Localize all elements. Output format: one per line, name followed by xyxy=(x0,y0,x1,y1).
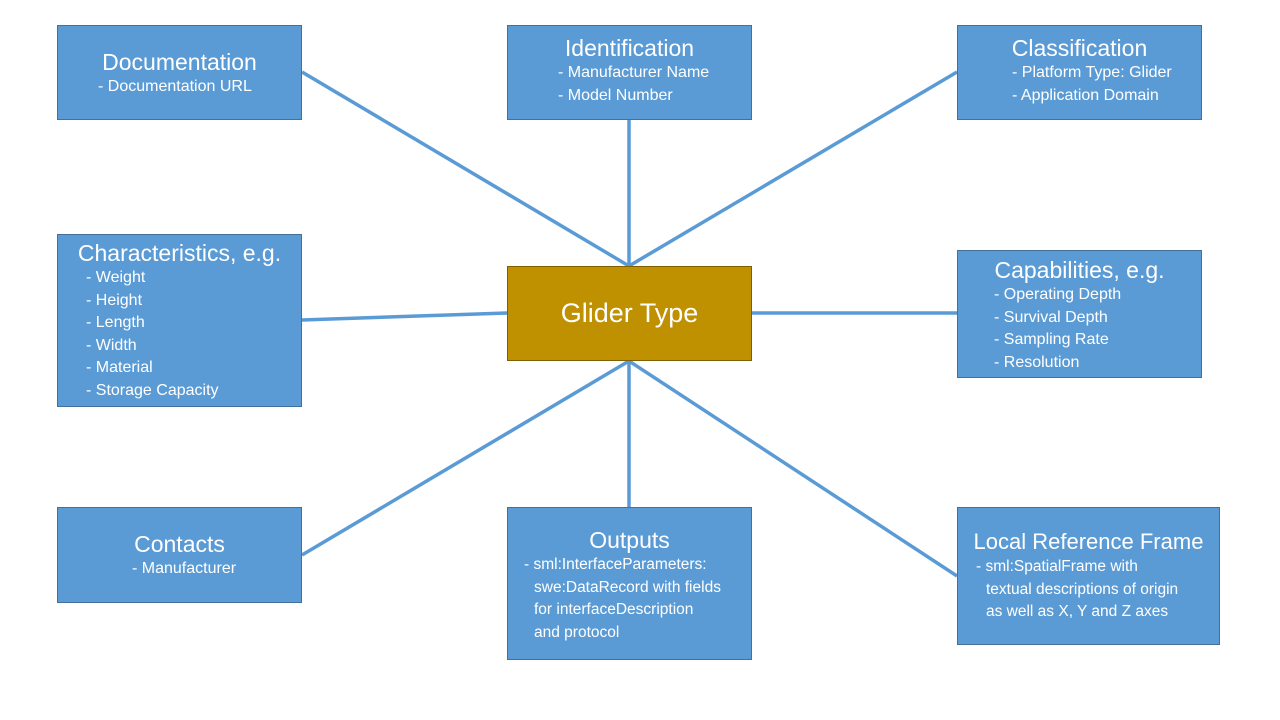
outputs-node: Outputs - sml:InterfaceParameters: swe:D… xyxy=(507,507,752,660)
local-reference-frame-line: - sml:SpatialFrame with xyxy=(976,558,1138,575)
glider-type-node: Glider Type xyxy=(507,266,752,361)
contacts-node: Contacts - Manufacturer xyxy=(57,507,302,603)
outputs-line: and protocol xyxy=(534,623,620,641)
characteristics-item: - Length xyxy=(86,314,145,331)
identification-node: Identification - Manufacturer Name - Mod… xyxy=(507,25,752,120)
capabilities-item: - Resolution xyxy=(994,353,1080,371)
outputs-line: - sml:InterfaceParameters: xyxy=(524,556,707,573)
connector-characteristics xyxy=(301,311,508,322)
characteristics-node: Characteristics, e.g. - Weight - Height … xyxy=(57,234,302,407)
local-reference-frame-title: Local Reference Frame xyxy=(973,529,1204,554)
identification-item: - Model Number xyxy=(558,86,673,104)
connector-local-reference-frame xyxy=(628,359,958,578)
classification-node: Classification - Platform Type: Glider -… xyxy=(957,25,1202,120)
capabilities-node: Capabilities, e.g. - Operating Depth - S… xyxy=(957,250,1202,378)
glider-type-label: Glider Type xyxy=(560,298,699,328)
outputs-line: swe:DataRecord with fields xyxy=(534,578,721,596)
connector-documentation xyxy=(301,70,630,268)
documentation-node: Documentation - Documentation URL xyxy=(57,25,302,120)
characteristics-item: - Width xyxy=(86,336,137,354)
characteristics-title: Characteristics, e.g. xyxy=(77,240,282,266)
capabilities-item: - Operating Depth xyxy=(994,286,1122,303)
identification-item: - Manufacturer Name xyxy=(558,64,710,81)
outputs-line: for interfaceDescription xyxy=(534,601,694,618)
capabilities-item: - Survival Depth xyxy=(994,308,1108,326)
characteristics-item: - Height xyxy=(86,291,143,309)
connector-classification xyxy=(628,70,958,268)
documentation-item: - Documentation URL xyxy=(98,78,252,95)
capabilities-item: - Sampling Rate xyxy=(994,331,1109,348)
documentation-title: Documentation xyxy=(102,49,257,75)
classification-item: - Platform Type: Glider xyxy=(1012,64,1172,81)
contacts-title: Contacts xyxy=(134,531,225,557)
classification-title: Classification xyxy=(1011,35,1148,61)
local-reference-frame-node: Local Reference Frame - sml:SpatialFrame… xyxy=(957,507,1220,645)
identification-title: Identification xyxy=(564,35,695,61)
connector-contacts xyxy=(301,359,630,557)
contacts-item: - Manufacturer xyxy=(132,560,237,577)
capabilities-title: Capabilities, e.g. xyxy=(994,257,1165,283)
characteristics-item: - Weight xyxy=(86,269,146,286)
characteristics-item: - Material xyxy=(86,359,153,376)
classification-item: - Application Domain xyxy=(1012,86,1159,104)
local-reference-frame-line: textual descriptions of origin xyxy=(986,580,1179,598)
local-reference-frame-line: as well as X, Y and Z axes xyxy=(986,603,1169,620)
outputs-title: Outputs xyxy=(589,527,670,553)
characteristics-item: - Storage Capacity xyxy=(86,381,219,399)
